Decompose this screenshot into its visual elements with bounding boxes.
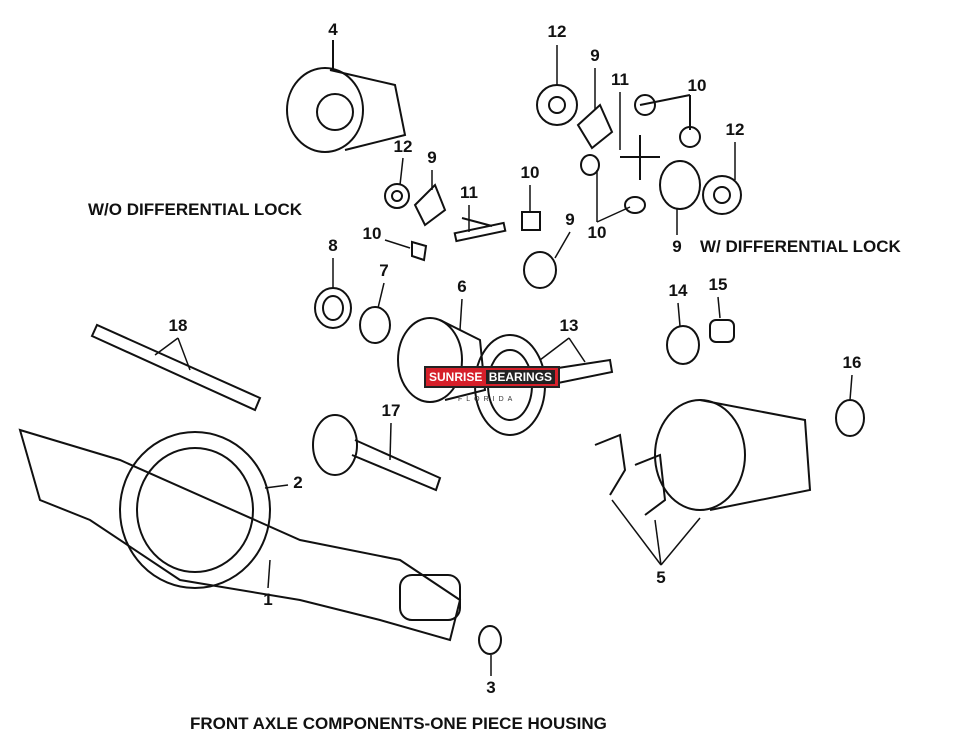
- spring-part: [461, 217, 493, 227]
- callout-10: 10: [587, 223, 607, 242]
- pinion-part-13: [544, 358, 614, 386]
- washer-part-12c: [702, 175, 742, 215]
- callout-10: 10: [362, 224, 382, 243]
- callout-18: 18: [168, 316, 188, 335]
- washer-part-12b: [536, 84, 578, 126]
- seal-part-16: [835, 399, 865, 437]
- callout-8: 8: [328, 236, 338, 255]
- outer-shaft-part-17: [312, 414, 358, 476]
- axle-housing-part-1: [18, 428, 462, 642]
- gear-part-9b: [523, 251, 557, 289]
- callout-3: 3: [486, 678, 496, 697]
- callout-14: 14: [668, 281, 688, 300]
- watermark-brand-b: BEARINGS: [485, 370, 556, 384]
- pin-part-11: [453, 221, 507, 243]
- washer-part-12: [384, 183, 410, 209]
- spider-part-11: [620, 135, 660, 180]
- callout-9: 9: [590, 46, 600, 65]
- callout-16: 16: [842, 353, 862, 372]
- carrier-cover-part-5: [594, 399, 812, 516]
- bearing-part-14: [666, 325, 700, 365]
- callout-15: 15: [708, 275, 728, 294]
- callout-11: 11: [460, 183, 478, 202]
- axle-shaft-part-18: [90, 323, 262, 412]
- callout-7: 7: [379, 261, 389, 280]
- bearing-part-8: [314, 287, 352, 329]
- watermark-subtitle: FLORIDA: [458, 396, 517, 403]
- callout-13: 13: [559, 316, 579, 335]
- watermark-brand-a: SUNRISE: [429, 370, 483, 384]
- sunrise-bearings-watermark: SUNRISE BEARINGS: [424, 366, 561, 388]
- gear-part-9: [413, 183, 447, 227]
- callout-5: 5: [656, 568, 666, 587]
- differential-case-part-6: [397, 317, 463, 403]
- callout-12: 12: [393, 137, 413, 156]
- gear-part-9d: [659, 160, 701, 210]
- callout-10: 10: [520, 163, 540, 182]
- callout-1: 1: [263, 590, 273, 609]
- callout-2: 2: [293, 473, 303, 492]
- callout-12: 12: [725, 120, 745, 139]
- callout-12: 12: [547, 22, 567, 41]
- callout-17: 17: [381, 401, 401, 420]
- seal-part-3: [478, 625, 502, 655]
- callout-9: 9: [565, 210, 575, 229]
- callout-9: 9: [672, 237, 682, 256]
- caption-with-differential-lock: W/ DIFFERENTIAL LOCK: [700, 237, 901, 256]
- callout-10: 10: [687, 76, 707, 95]
- callout-6: 6: [457, 277, 467, 296]
- race-part-7: [359, 306, 391, 344]
- diagram-title: FRONT AXLE COMPONENTS-ONE PIECE HOUSING: [190, 714, 607, 733]
- caption-without-differential-lock: W/O DIFFERENTIAL LOCK: [88, 200, 303, 219]
- differential-carrier-part-4: [286, 40, 407, 153]
- callout-9: 9: [427, 148, 437, 167]
- spacer-part-15: [709, 319, 735, 343]
- gear-part-9c: [576, 103, 614, 150]
- gear-part-10: [411, 240, 428, 262]
- callout-11: 11: [611, 70, 629, 89]
- block-part-10: [521, 211, 541, 231]
- callout-4: 4: [328, 20, 338, 39]
